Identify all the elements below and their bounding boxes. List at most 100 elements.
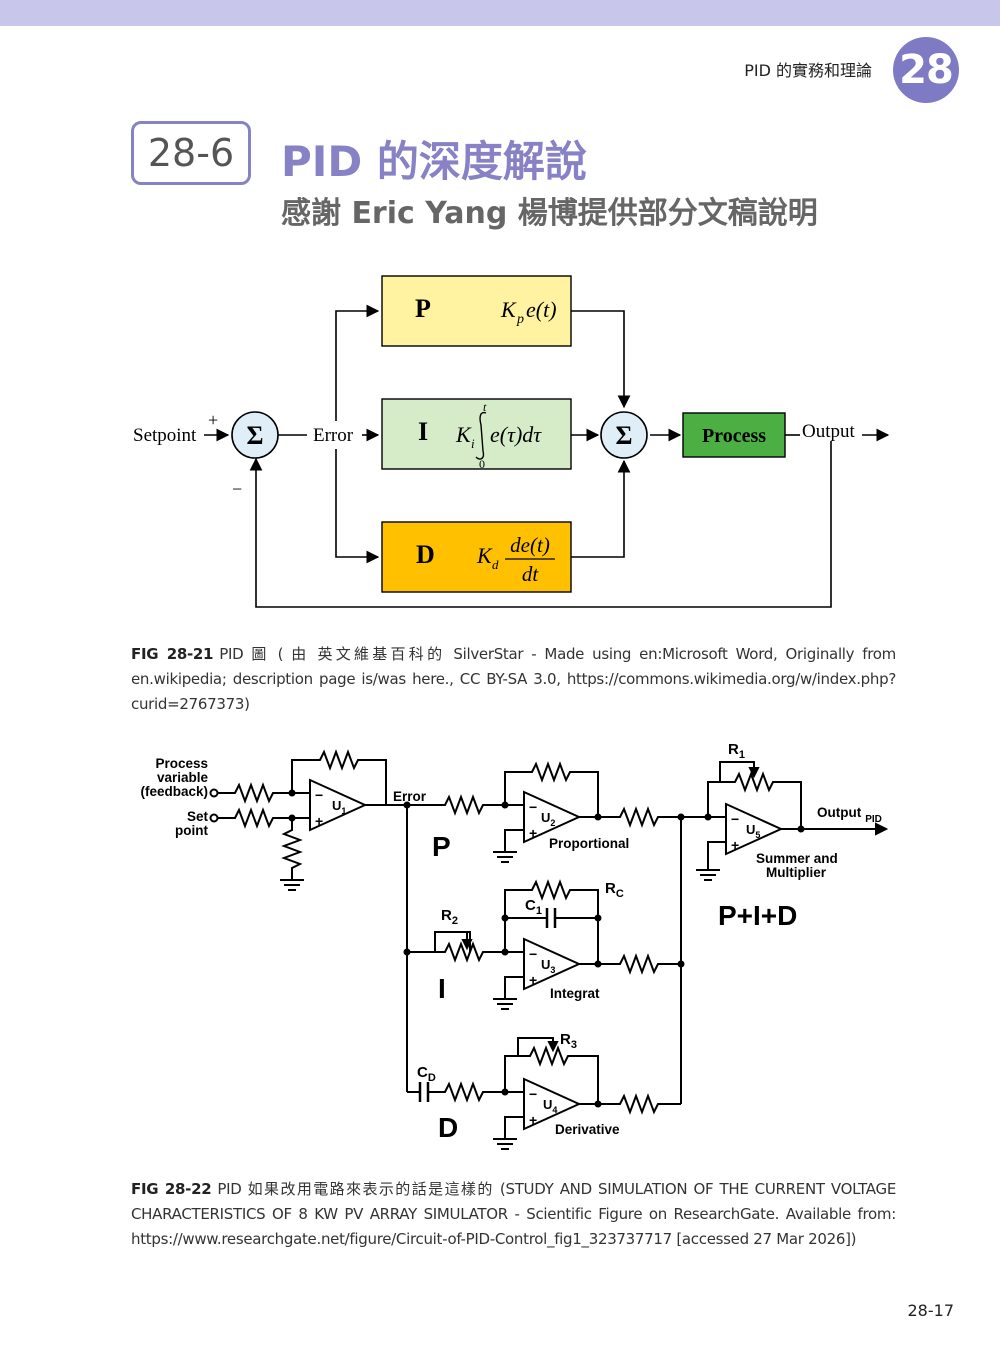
process-variable-line1: Process	[155, 756, 208, 771]
r1-label: R	[728, 741, 739, 758]
u4-sub: 4	[552, 1105, 557, 1115]
sum-symbol-1: Σ	[247, 421, 264, 450]
d-block	[381, 521, 572, 593]
resistor-r1	[707, 771, 802, 829]
r2-label: R	[441, 907, 452, 924]
branch-to-d	[335, 449, 380, 564]
svg-text:C1: C1	[525, 897, 542, 917]
sum-junction-1	[231, 411, 279, 459]
opamp-u1	[309, 778, 368, 832]
output-label: Output	[802, 421, 856, 442]
svg-text:R1: R1	[728, 741, 745, 761]
p-block-letter: P	[415, 294, 431, 323]
process-label: Process	[702, 425, 766, 447]
section-subtitle: 感謝 Eric Yang 楊博提供部分文稿說明	[281, 196, 818, 231]
pid-circuit-diagram: − + − + − + − + − + U1 U2 U3 U4 U5 R1 R2…	[140, 741, 889, 1150]
figure-caption-text: PID 如果改用電路來表示的話是這樣的 (STUDY AND SIMULATIO…	[131, 1180, 896, 1248]
integral-sign	[475, 411, 487, 460]
u3-plus: +	[529, 972, 537, 988]
d-denominator: dt	[522, 562, 540, 586]
r2-sub: 2	[452, 915, 458, 927]
d-block-letter: D	[416, 540, 435, 569]
i-block	[381, 398, 572, 470]
plus-sign: +	[208, 410, 218, 430]
resistor-p-input	[407, 794, 524, 816]
u4-minus: −	[529, 1086, 537, 1102]
pid-sum-label: P+I+D	[718, 900, 797, 931]
resistor-rc	[504, 879, 599, 964]
chapter-title: PID 的實務和理論	[744, 61, 872, 80]
resistor-sp-input	[218, 807, 310, 829]
r1-sub: 1	[739, 749, 745, 761]
circuit-output-sub: PID	[865, 814, 882, 825]
u5-plus: +	[731, 837, 739, 853]
u2-minus: −	[529, 799, 537, 815]
u5-minus: −	[731, 811, 739, 827]
set-point-line1: Set	[187, 809, 209, 824]
input-terminal-sp	[209, 813, 219, 823]
r3-label: R	[560, 1031, 571, 1048]
p-expr: e(t)	[526, 297, 557, 322]
u2-label: U	[541, 810, 550, 825]
rc-sub: C	[616, 888, 624, 900]
svg-text:R2: R2	[441, 907, 458, 927]
feedback-line	[249, 441, 832, 608]
resistor-p-output	[598, 806, 681, 828]
setpoint-label: Setpoint	[133, 425, 197, 446]
big-d-label: D	[438, 1112, 458, 1143]
svg-text:U5: U5	[746, 822, 760, 840]
svg-text:U4: U4	[543, 1097, 557, 1115]
input-terminal-pv	[209, 788, 219, 798]
resistor-d-input	[428, 1081, 524, 1103]
svg-text:CD: CD	[417, 1064, 436, 1084]
branch-to-p	[335, 304, 380, 421]
circuit-error-label: Error	[393, 789, 427, 804]
svg-text:U1: U1	[332, 798, 346, 816]
u1-sub: 1	[341, 806, 346, 816]
r2-wiper-loop	[407, 931, 471, 953]
d-coef-sub: d	[492, 557, 499, 572]
resistor-ground	[281, 818, 303, 880]
d-coef: K	[476, 543, 493, 568]
i-lower-limit: 0	[479, 457, 485, 471]
svg-text:R3: R3	[560, 1031, 577, 1051]
u1-minus: −	[315, 787, 323, 803]
i-coef: K	[455, 422, 472, 447]
c1-sub: 1	[536, 905, 542, 917]
p-block	[381, 275, 572, 347]
error-label: Error	[313, 425, 354, 446]
cd-sub: D	[428, 1072, 436, 1084]
resistor-i-output	[598, 953, 681, 975]
summer-label-line2: Multiplier	[766, 865, 827, 880]
opamp-u5	[725, 802, 784, 856]
integrat-label: Integrat	[550, 986, 600, 1001]
i-coef-sub: i	[471, 436, 475, 451]
proportional-label: Proportional	[549, 836, 629, 851]
u1-label: U	[332, 798, 341, 813]
figure-label: FIG 28-22	[131, 1180, 212, 1198]
resistor-pv-input	[218, 782, 310, 804]
c1-label: C	[525, 897, 536, 914]
u3-minus: −	[529, 946, 537, 962]
u2-sub: 2	[550, 818, 555, 828]
u1-plus: +	[315, 813, 323, 829]
resistor-d-output	[598, 1093, 681, 1115]
figure-label: FIG 28-21	[131, 645, 214, 663]
big-i-label: I	[438, 973, 446, 1004]
section-title: PID 的深度解說	[281, 137, 587, 186]
opamp-u3	[523, 937, 582, 991]
svg-text:U2: U2	[541, 810, 555, 828]
chapter-number-badge: 28	[893, 37, 959, 103]
set-point-line2: point	[175, 823, 208, 838]
circuit-output-label: Output	[817, 805, 862, 820]
cd-label: C	[417, 1064, 428, 1081]
d-to-sum2	[571, 459, 631, 558]
r3-sub: 3	[571, 1039, 577, 1051]
svg-text:RC: RC	[605, 880, 624, 900]
d-numerator: de(t)	[510, 533, 550, 557]
resistor-u1-feedback	[291, 749, 387, 805]
rc-label: R	[605, 880, 616, 897]
sum-symbol-2: Σ	[616, 421, 633, 450]
